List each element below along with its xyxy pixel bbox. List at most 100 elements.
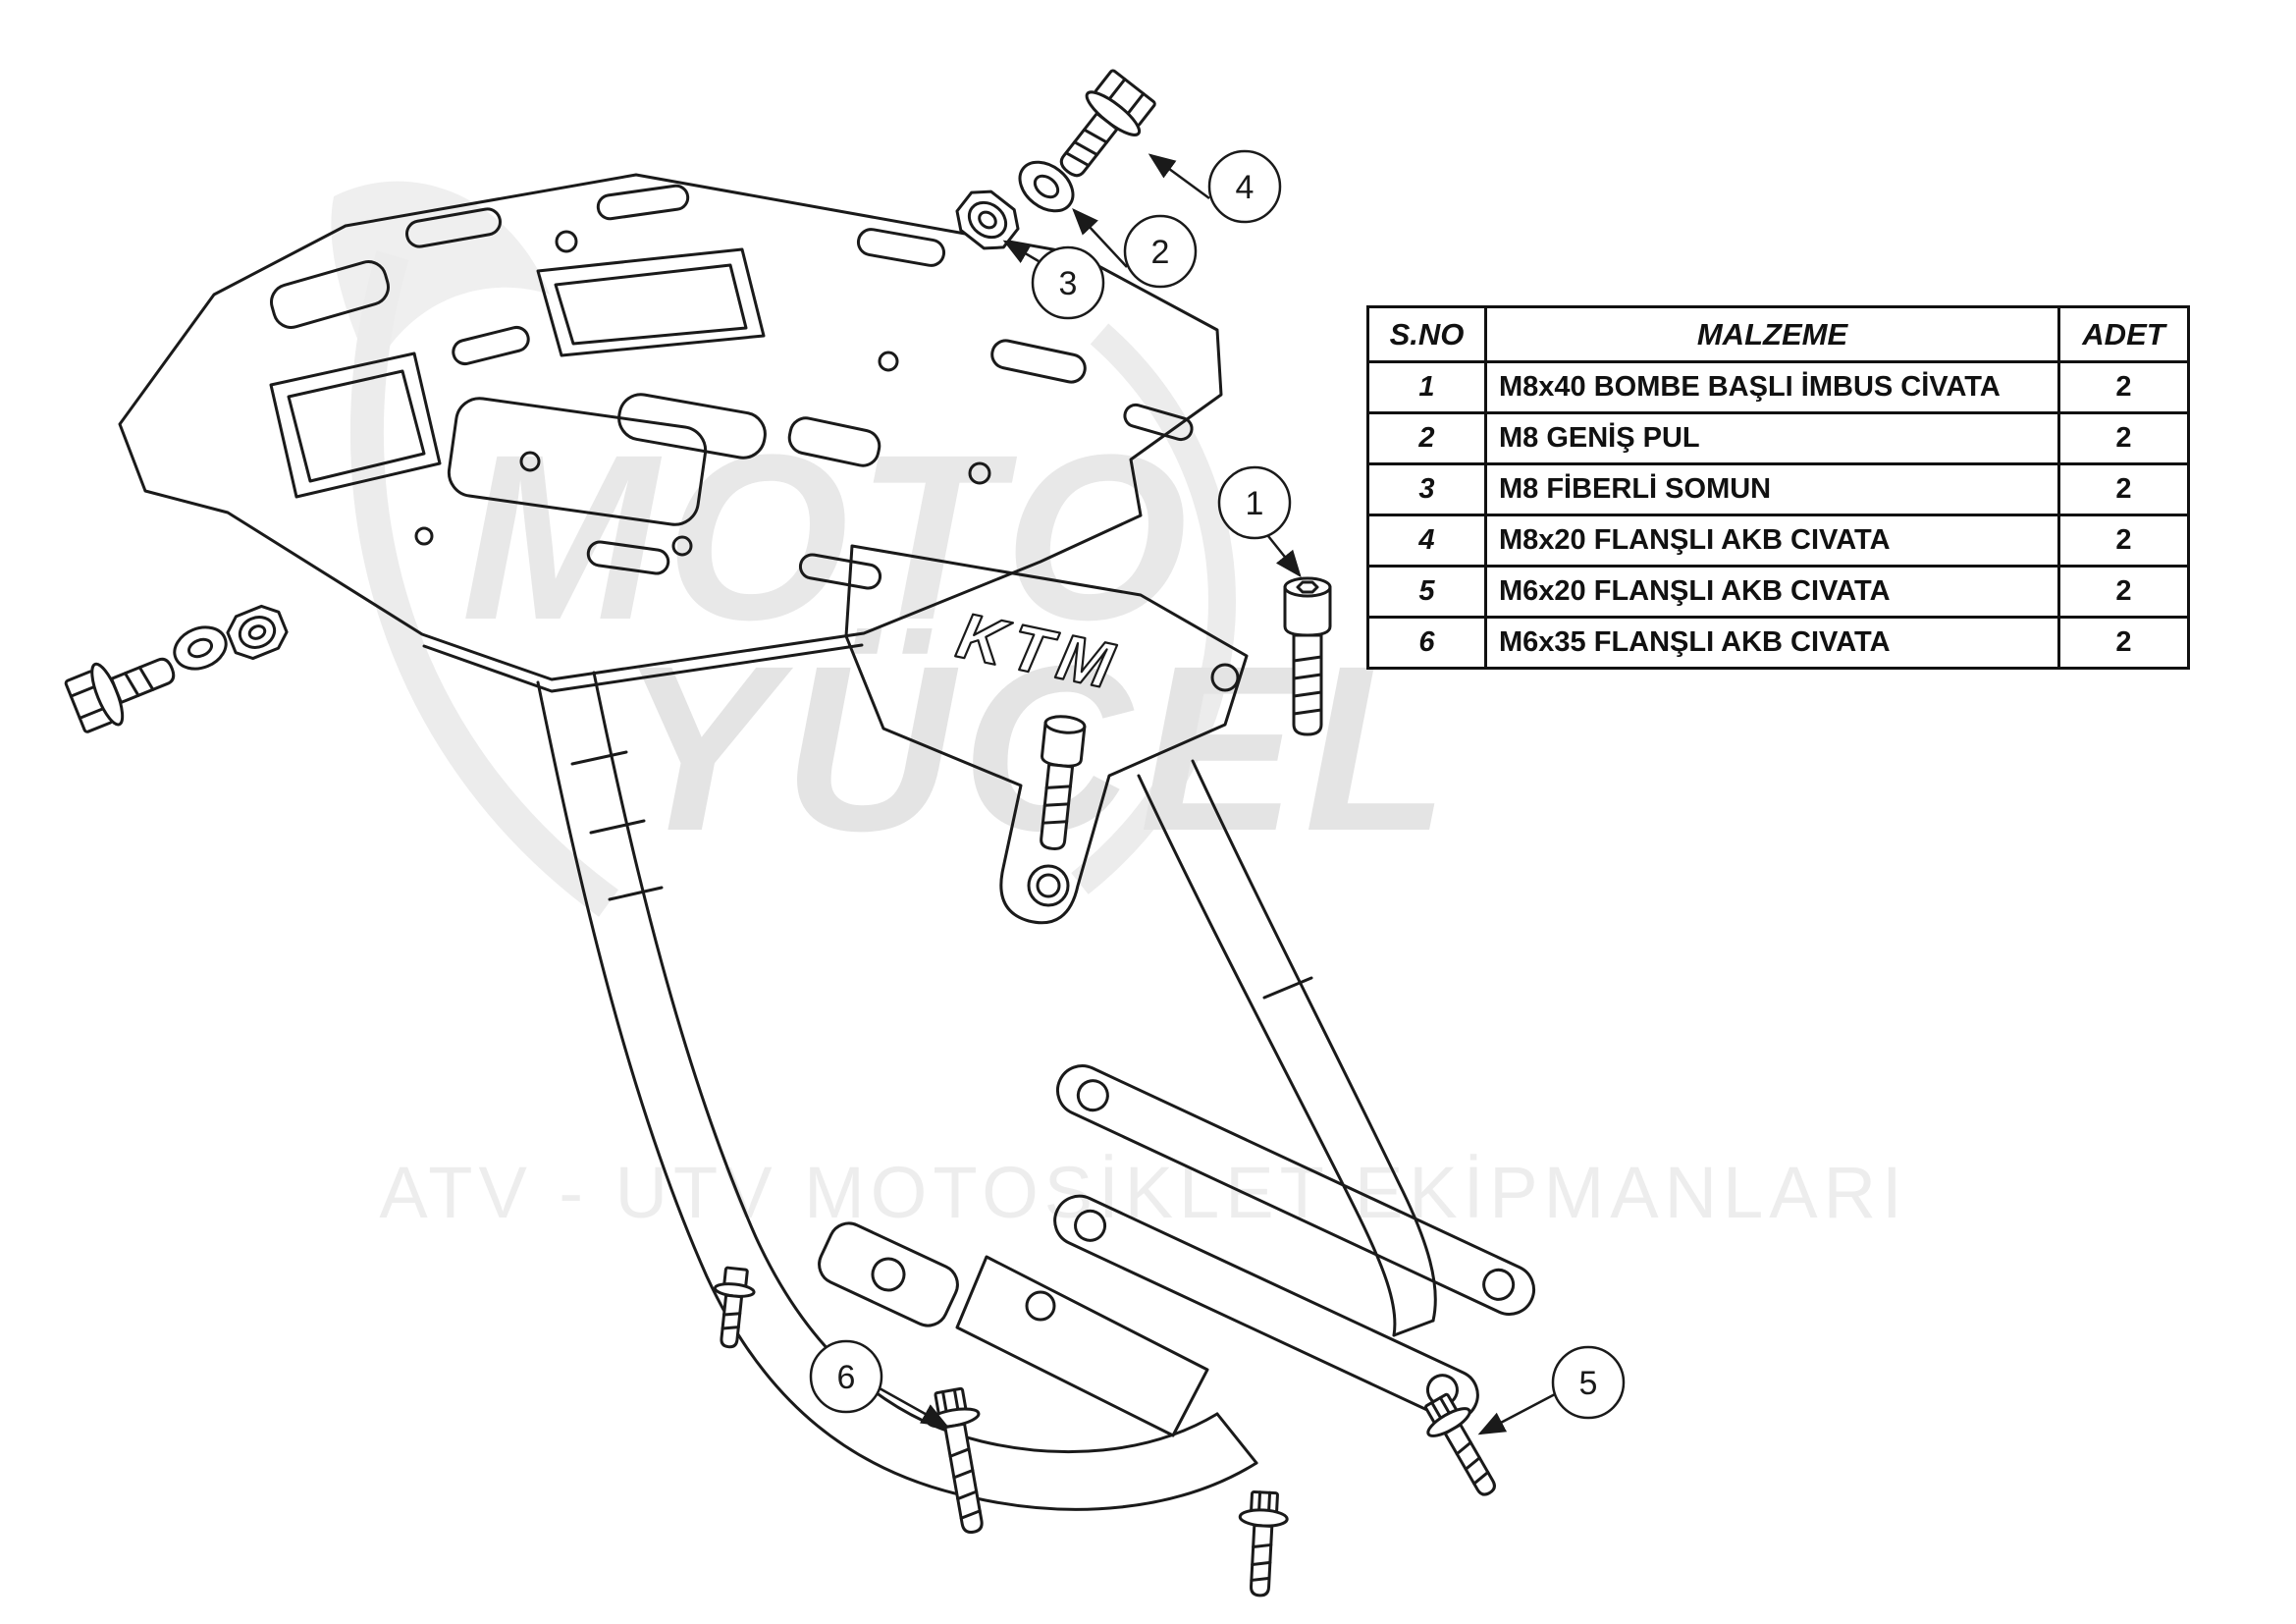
bom-cell-malzeme: M6x35 FLANŞLI AKB CIVATA [1484,616,2060,670]
parts-table: S.NO MALZEME ADET 1 M8x40 BOMBE BAŞLI İM… [1366,305,2190,670]
bolt-m8x20-left [64,657,176,733]
callout-6-label: 6 [837,1359,856,1396]
callout-6-leader [879,1386,949,1428]
callout-3-balloon [1031,245,1105,320]
watermark-swoosh-left [349,250,619,917]
plate-hole [878,351,899,372]
bom-row: 6 M6x35 FLANŞLI AKB CIVATA 2 [1366,616,2190,670]
bom-cell-no: 3 [1366,462,1487,516]
bom-header-malzeme: MALZEME [1484,305,2060,363]
bom-header-row: S.NO MALZEME ADET [1366,305,2190,363]
bolt-m8x40-imbus-center [1040,715,1087,850]
tube-end-cap [1215,1412,1258,1465]
callout-3-label: 3 [1059,265,1078,302]
callout-4-balloon [1207,149,1282,224]
plate-slot [990,339,1087,384]
mount-bracket-outline [844,544,1249,925]
nut-m8-left [226,604,289,661]
bom-row: 4 M8x20 FLANŞLI AKB CIVATA 2 [1366,514,2190,568]
bom-cell-adet: 2 [2057,514,2190,568]
plate-cutout-left-inner [287,369,426,483]
bom-cell-malzeme: M8 FİBERLİ SOMUN [1484,462,2060,516]
bom-row: 5 M6x20 FLANŞLI AKB CIVATA 2 [1366,565,2190,619]
callout-2-balloon [1123,214,1198,289]
bom-cell-no: 5 [1366,565,1487,619]
bom-row: 2 M8 GENİŞ PUL 2 [1366,411,2190,465]
tube-ring [589,819,646,835]
lower-mount-tab [818,1221,959,1327]
bolt-m6x20-bottom-center [1238,1489,1289,1597]
callout-3-leader [1002,240,1040,264]
callout-5-balloon [1551,1345,1626,1420]
tube-right-outer-edge [1137,774,1397,1337]
bom-cell-malzeme: M6x20 FLANŞLI AKB CIVATA [1484,565,2060,619]
bom-cell-malzeme: M8x40 BOMBE BAŞLI İMBUS CİVATA [1484,360,2060,414]
bom-cell-adet: 2 [2057,462,2190,516]
plate-hole [414,526,434,546]
plate-slot [1123,403,1194,442]
washer-m8-left [173,625,228,671]
plate-slot [452,325,530,366]
bom-row: 1 M8x40 BOMBE BAŞLI İMBUS CİVATA 2 [1366,360,2190,414]
washer-m8-top [1018,160,1075,213]
lower-plate-hole [1025,1290,1056,1322]
bom-cell-no: 2 [1366,411,1487,465]
bolt-m8x20-top [1059,69,1156,178]
plate-slot [270,260,390,329]
tube-ring [1262,976,1313,1000]
plate-hole [519,451,541,472]
plate-cutout-top-center [536,247,766,357]
plate-slot [856,228,946,267]
lower-center-plate [955,1255,1209,1437]
tube-left-inner-edge [592,671,1219,1454]
tube-end-cap [1392,1319,1435,1337]
callout-1-balloon [1217,465,1292,540]
plate-thickness-edge [422,643,864,693]
bolt-m8x40-imbus-right [1283,576,1332,736]
bom-cell-malzeme: M8x20 FLANŞLI AKB CIVATA [1484,514,2060,568]
fasteners [64,69,1496,1597]
bom-cell-adet: 2 [2057,616,2190,670]
bracket-hole-outer [1027,864,1070,907]
plate-hole [671,535,693,557]
bolt-m6x20-bottom-right [1423,1392,1496,1496]
bom-row: 3 M8 FİBERLİ SOMUN 2 [1366,462,2190,516]
callout-1-leader [1267,535,1302,578]
tube-right-inner-edge [1191,759,1437,1323]
plate-cutout-left [269,352,442,499]
bom-cell-adet: 2 [2057,565,2190,619]
bom-header-adet: ADET [2057,305,2190,363]
bom-cell-no: 6 [1366,616,1487,670]
tube-frame [536,671,1536,1511]
callout-5-label: 5 [1579,1365,1598,1402]
bom-cell-adet: 2 [2057,411,2190,465]
callout-4-label: 4 [1236,169,1255,206]
plate-footprint-outline [447,397,708,526]
tube-ring [608,886,664,901]
plate-slot [798,553,882,590]
bolt-m6x35-bottom [927,1386,984,1535]
plate-cutout-top-center-inner [554,263,748,346]
plate-hole [555,230,578,253]
bolt-small-stud [713,1266,756,1349]
bom-cell-adet: 2 [2057,360,2190,414]
plate-slot [787,416,881,467]
plate-outline [118,173,1223,681]
callout-2-label: 2 [1151,234,1170,271]
callout-4-leader [1148,153,1210,200]
bom-cell-no: 1 [1366,360,1487,414]
callout-5-leader [1477,1392,1556,1435]
bom-cell-no: 4 [1366,514,1487,568]
tube-ring [570,750,628,766]
callouts: 1 2 3 4 5 6 [809,149,1626,1435]
callout-2-leader [1072,207,1128,268]
cross-brace-upper [1055,1064,1536,1316]
watermark-brand-top: MOTO [461,406,1196,669]
plate-hole [968,461,991,485]
plate-slot [586,540,670,575]
watermark-swoosh-right [1071,323,1236,894]
watermark-subtitle: ATV - UTV MOTOSİKLET EKİPMANLARI [379,1152,1907,1233]
callout-1-label: 1 [1246,485,1264,522]
